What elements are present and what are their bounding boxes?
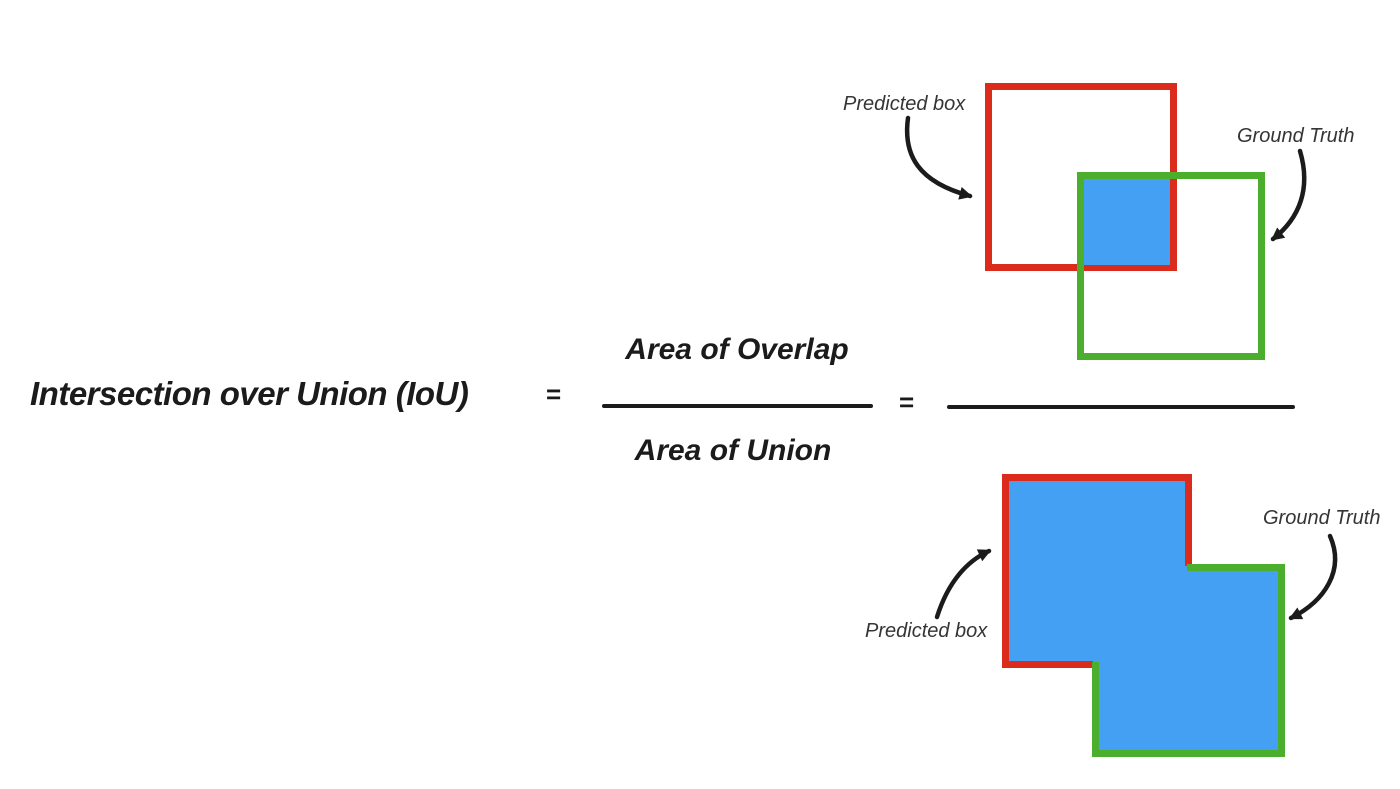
equals-sign-left: = <box>546 379 562 409</box>
ground-truth-box-outline-top <box>1077 172 1265 360</box>
ground-truth-label-top: Ground Truth <box>1237 125 1355 147</box>
predicted-box-arrow-top <box>904 115 973 200</box>
ground-truth-arrow-bottom <box>1288 533 1338 621</box>
fraction-bar-visual <box>947 405 1295 409</box>
ground-truth-arrow-top <box>1270 148 1307 242</box>
equals-sign-right: = <box>899 387 915 417</box>
page-title: Intersection over Union (IoU) <box>30 375 469 412</box>
predicted-box-arrow-bottom <box>934 548 992 620</box>
fraction-bar-text <box>602 404 873 408</box>
overlap-fill-region <box>1083 179 1170 265</box>
union-fill-region <box>1002 474 1285 757</box>
ground-truth-box-outline-bottom <box>1092 564 1285 757</box>
predicted-box-label-bottom: Predicted box <box>865 620 988 642</box>
formula-denominator: Area of Union <box>634 434 832 467</box>
ground-truth-label-bottom: Ground Truth <box>1263 507 1381 529</box>
formula-numerator: Area of Overlap <box>625 333 849 366</box>
predicted-box-outline-bottom <box>1002 474 1192 668</box>
predicted-box-label-top: Predicted box <box>843 93 966 115</box>
